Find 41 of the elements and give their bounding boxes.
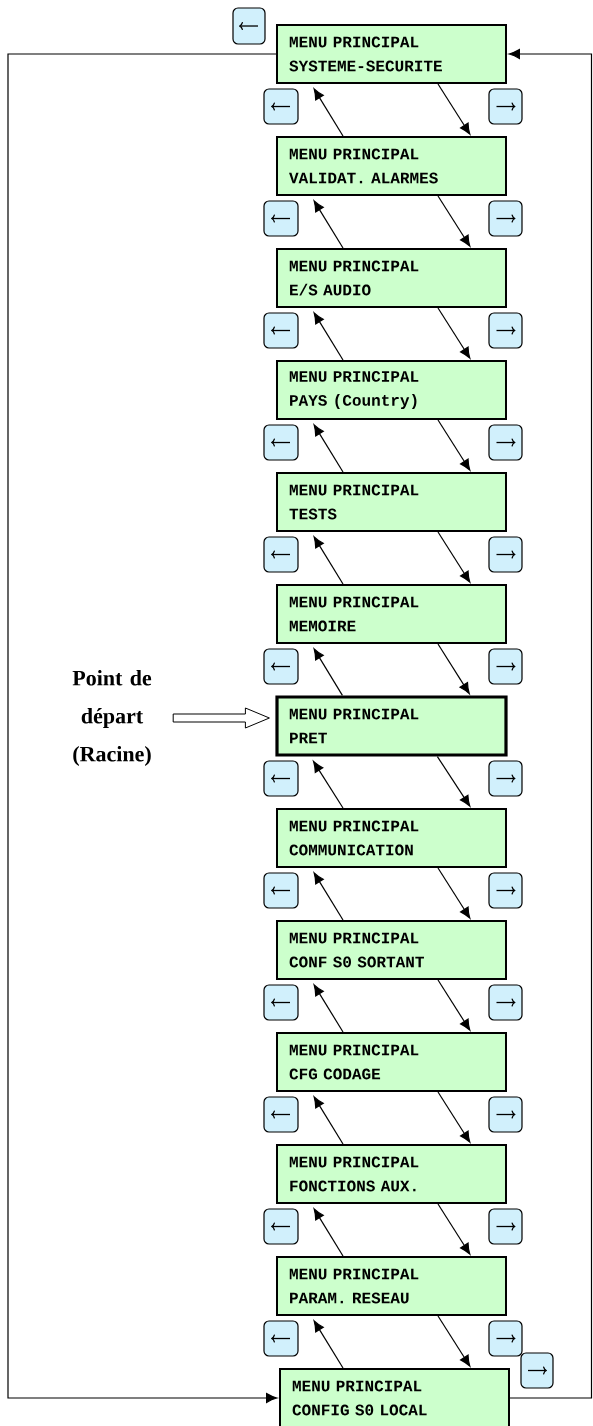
arrow — [437, 979, 471, 1031]
arrow — [437, 643, 470, 695]
menu-screen-box: MENU PRINCIPAL TESTS — [276, 472, 507, 532]
arrow — [7, 53, 278, 1403]
arrow — [437, 531, 471, 583]
menu-screen-box: MENU PRINCIPAL FONCTIONS AUX. — [276, 1144, 507, 1204]
arrow — [313, 1096, 344, 1145]
arrow — [436, 756, 471, 807]
arrow — [313, 200, 344, 249]
menu-screen-box: MENU PRINCIPAL VALIDAT. ALARMES — [276, 136, 507, 196]
arrow — [437, 867, 471, 919]
menu-screen-box: MENU PRINCIPAL PAYS (Country) — [276, 360, 507, 420]
arrow — [313, 312, 344, 361]
arrow — [313, 424, 344, 473]
arrow — [437, 83, 471, 135]
menu-screen-box: MENU PRINCIPAL PARAM. RESEAU — [276, 1256, 507, 1316]
menu-screen-box: MENU PRINCIPAL COMMUNICATION — [276, 808, 507, 868]
menu-screen-box: MENU PRINCIPAL PRET — [275, 695, 508, 757]
arrow — [437, 195, 471, 247]
hollow-arrow — [172, 707, 270, 729]
menu-screen-box: MENU PRINCIPAL SYSTEME-SECURITE — [276, 24, 507, 84]
arrow — [508, 49, 593, 1399]
menu-screen-box: MENU PRINCIPAL E/S AUDIO — [276, 248, 507, 308]
arrow — [313, 536, 344, 585]
arrow — [312, 760, 344, 809]
menu-screen-box: MENU PRINCIPAL CFG CODAGE — [276, 1032, 507, 1092]
arrow — [313, 1208, 344, 1257]
start-point-label: Point de départ (Racine) — [72, 670, 152, 766]
arrow — [437, 1315, 471, 1367]
arrow — [437, 1203, 471, 1255]
menu-screen-box: MENU PRINCIPAL MEMOIRE — [276, 584, 507, 644]
arrow — [437, 307, 471, 359]
arrow — [437, 1091, 471, 1143]
arrow — [313, 984, 344, 1033]
arrow — [313, 1320, 344, 1369]
arrow — [313, 88, 344, 137]
menu-screen-box: MENU PRINCIPAL CONFIG S0 LOCAL — [279, 1368, 510, 1426]
menu-screen-box: MENU PRINCIPAL CONF S0 SORTANT — [276, 920, 507, 980]
arrow — [437, 419, 471, 471]
arrow — [313, 872, 344, 921]
arrow — [313, 648, 343, 696]
